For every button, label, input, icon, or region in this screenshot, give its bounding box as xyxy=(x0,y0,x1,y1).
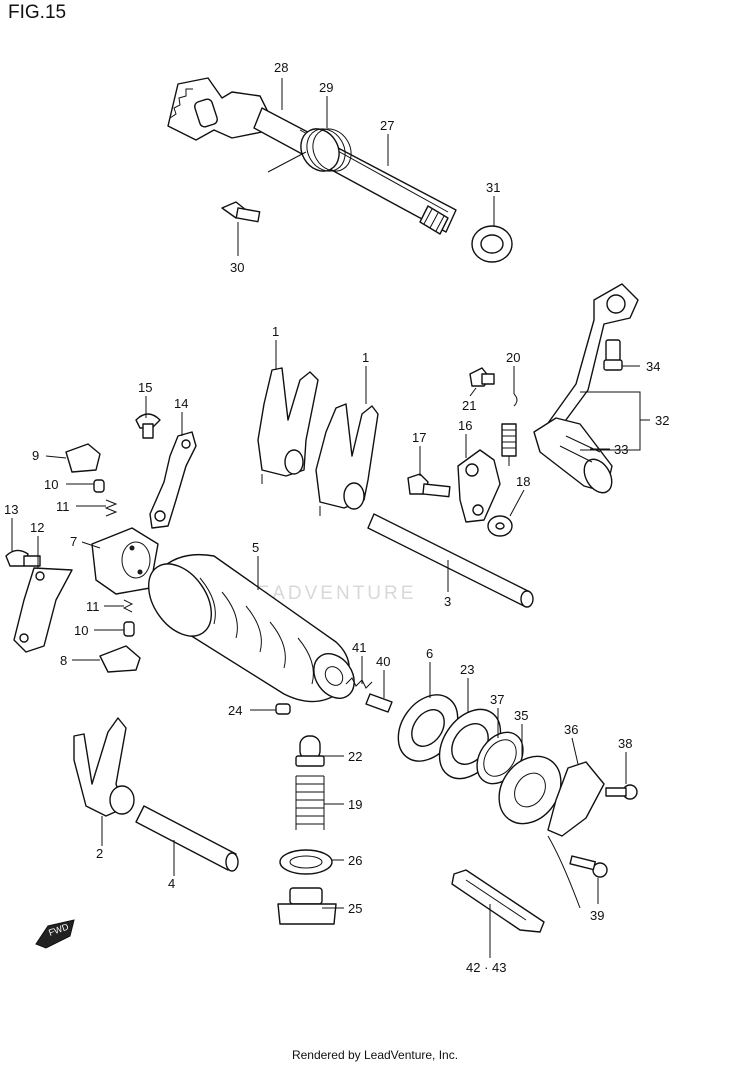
gasket-26 xyxy=(279,849,333,875)
pin-24 xyxy=(275,703,291,715)
callout-2: 2 xyxy=(96,846,103,861)
callout-40: 40 xyxy=(376,654,390,669)
callout-19: 19 xyxy=(348,797,362,812)
callout-36: 36 xyxy=(564,722,578,737)
gearshift-cam-5 xyxy=(147,553,355,703)
spring-11b xyxy=(122,599,134,613)
pin-10a xyxy=(93,479,105,493)
callout-3: 3 xyxy=(444,594,451,609)
callout-labels: 28 29 27 31 30 1 1 20 21 34 32 33 15 14 … xyxy=(4,60,669,975)
bolt-34 xyxy=(603,339,623,371)
callout-8: 8 xyxy=(60,653,67,668)
footer-credit: Rendered by LeadVenture, Inc. xyxy=(291,1048,459,1062)
stopper-8 xyxy=(99,645,141,673)
callout-32: 32 xyxy=(655,413,669,428)
callout-21: 21 xyxy=(462,398,476,413)
callout-15: 15 xyxy=(138,380,152,395)
shaft-4 xyxy=(135,805,239,872)
callout-33: 33 xyxy=(614,442,628,457)
bracket-42-43 xyxy=(451,869,545,933)
spring-11a xyxy=(104,499,118,517)
callout-30: 30 xyxy=(230,260,244,275)
callout-42-43: 42 · 43 xyxy=(466,960,506,975)
callout-31: 31 xyxy=(486,180,500,195)
bolt-30 xyxy=(221,201,261,223)
callout-28: 28 xyxy=(274,60,288,75)
callout-39: 39 xyxy=(590,908,604,923)
callout-23: 23 xyxy=(460,662,474,677)
callout-27: 27 xyxy=(380,118,394,133)
spring-20 xyxy=(501,393,518,466)
callout-29: 29 xyxy=(319,80,333,95)
gearshift-shaft-assembly xyxy=(167,77,457,235)
callout-25: 25 xyxy=(348,901,362,916)
shaft-3 xyxy=(367,513,534,608)
callout-7: 7 xyxy=(70,534,77,549)
callout-10a: 10 xyxy=(44,477,58,492)
callout-9: 9 xyxy=(32,448,39,463)
callout-13: 13 xyxy=(4,502,18,517)
callout-18: 18 xyxy=(516,474,530,489)
washer-18 xyxy=(487,515,513,537)
callout-24: 24 xyxy=(228,703,242,718)
neutral-cam-stopper-22 xyxy=(295,735,325,767)
bolt-21 xyxy=(469,367,495,387)
spring-19 xyxy=(295,775,325,830)
callout-10b: 10 xyxy=(74,623,88,638)
callout-37: 37 xyxy=(490,692,504,707)
callout-20: 20 xyxy=(506,350,520,365)
cam-guide-12 xyxy=(13,567,73,653)
shift-lever-32 xyxy=(533,283,639,494)
shift-fork-1b xyxy=(315,403,379,516)
watermark-text: LEADVENTURE xyxy=(243,583,417,604)
plate-14 xyxy=(149,431,197,529)
gear-position-switch-35 xyxy=(498,755,562,825)
bolt-17 xyxy=(407,473,451,498)
callout-4: 4 xyxy=(168,876,175,891)
callout-11b: 11 xyxy=(86,599,100,614)
callout-26: 26 xyxy=(348,853,362,868)
oil-seal-31 xyxy=(471,225,513,263)
callout-35: 35 xyxy=(514,708,528,723)
cover-36 xyxy=(547,761,605,909)
bolt-13 xyxy=(5,549,41,567)
callout-1a: 1 xyxy=(272,324,279,339)
callout-6: 6 xyxy=(426,646,433,661)
leader-lines xyxy=(11,78,650,958)
shift-fork-1a xyxy=(257,367,319,484)
callout-16: 16 xyxy=(458,418,472,433)
callout-22: 22 xyxy=(348,749,362,764)
callout-34: 34 xyxy=(646,359,660,374)
figure-title: FIG.15 xyxy=(8,2,67,23)
callout-12: 12 xyxy=(30,520,44,535)
pin-40 xyxy=(365,693,393,713)
screw-38 xyxy=(605,784,638,800)
screw-39 xyxy=(569,855,608,878)
pin-10b xyxy=(123,621,135,637)
spring-41 xyxy=(345,677,373,689)
callout-17: 17 xyxy=(412,430,426,445)
callout-5: 5 xyxy=(252,540,259,555)
screw-15 xyxy=(135,413,161,439)
callout-41: 41 xyxy=(352,640,366,655)
callout-38: 38 xyxy=(618,736,632,751)
shift-fork-2 xyxy=(73,717,135,817)
callout-11a: 11 xyxy=(56,499,70,514)
stopper-16 xyxy=(457,449,501,523)
stopper-9 xyxy=(65,443,101,473)
plug-25 xyxy=(277,887,337,925)
callout-1b: 1 xyxy=(362,350,369,365)
fwd-arrow-icon: FWD xyxy=(35,919,75,949)
callout-14: 14 xyxy=(174,396,188,411)
cam-driven-gear-7 xyxy=(91,527,159,595)
